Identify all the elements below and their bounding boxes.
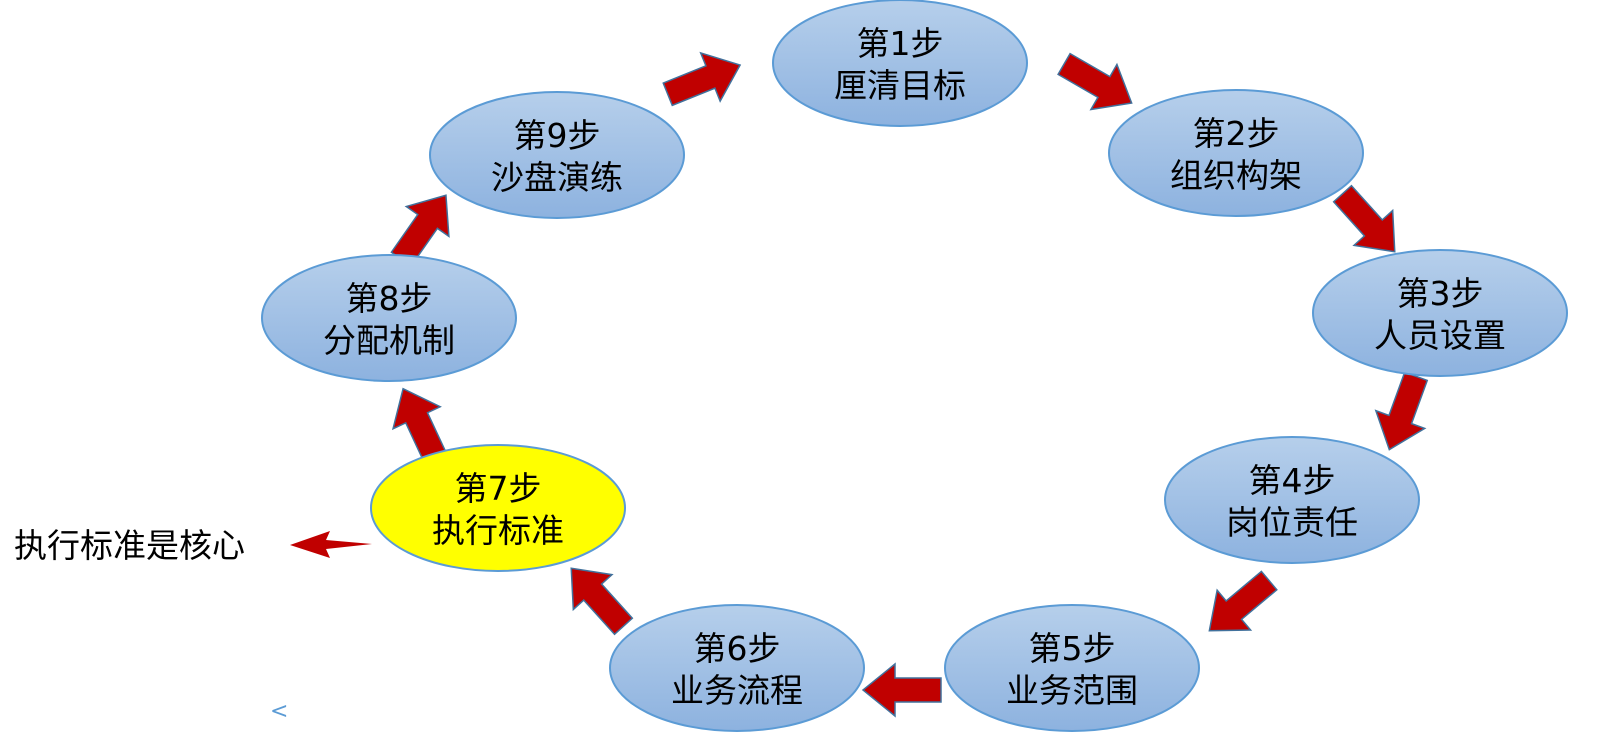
step-ellipse — [944, 604, 1200, 732]
step-ellipse — [1164, 436, 1420, 564]
step-name: 执行标准 — [432, 511, 564, 550]
step-name: 组织构架 — [1170, 156, 1302, 195]
step-number: 第5步 — [1029, 629, 1116, 668]
step-number: 第1步 — [857, 24, 944, 63]
flow-arrow-4 — [1208, 570, 1278, 632]
step-ellipse — [429, 91, 685, 219]
step-name: 厘清目标 — [834, 66, 966, 105]
step-name: 业务流程 — [671, 671, 803, 710]
step-name: 业务范围 — [1006, 671, 1138, 710]
step-ellipse — [370, 444, 626, 572]
step-ellipse — [261, 254, 517, 382]
flow-arrow-2 — [1332, 184, 1396, 253]
callout-arrow — [290, 531, 372, 558]
step-number: 第6步 — [694, 629, 781, 668]
step-ellipse — [1108, 89, 1364, 217]
flow-arrow-5 — [861, 662, 942, 718]
step-name: 沙盘演练 — [491, 158, 623, 197]
step-number: 第4步 — [1249, 461, 1336, 500]
step-ellipse — [609, 604, 865, 732]
flow-arrow-1 — [1057, 52, 1133, 111]
step-number: 第8步 — [346, 279, 433, 318]
step-number: 第3步 — [1397, 274, 1484, 313]
step-ellipse — [772, 0, 1028, 127]
nav-back-mark[interactable]: < — [270, 699, 288, 724]
step-number: 第2步 — [1193, 114, 1280, 153]
step-number: 第7步 — [455, 469, 542, 508]
callout: 执行标准是核心 — [14, 526, 372, 565]
step-name: 分配机制 — [323, 321, 455, 360]
flow-arrow-3 — [1374, 371, 1429, 451]
step-name: 人员设置 — [1374, 316, 1506, 355]
step-name: 岗位责任 — [1226, 503, 1358, 542]
callout-text: 执行标准是核心 — [14, 526, 245, 565]
step-number: 第9步 — [514, 116, 601, 155]
step-ellipse — [1312, 249, 1568, 377]
flow-arrow-6 — [570, 567, 634, 636]
flow-arrow-9 — [662, 51, 742, 107]
flow-arrow-7 — [391, 387, 448, 466]
